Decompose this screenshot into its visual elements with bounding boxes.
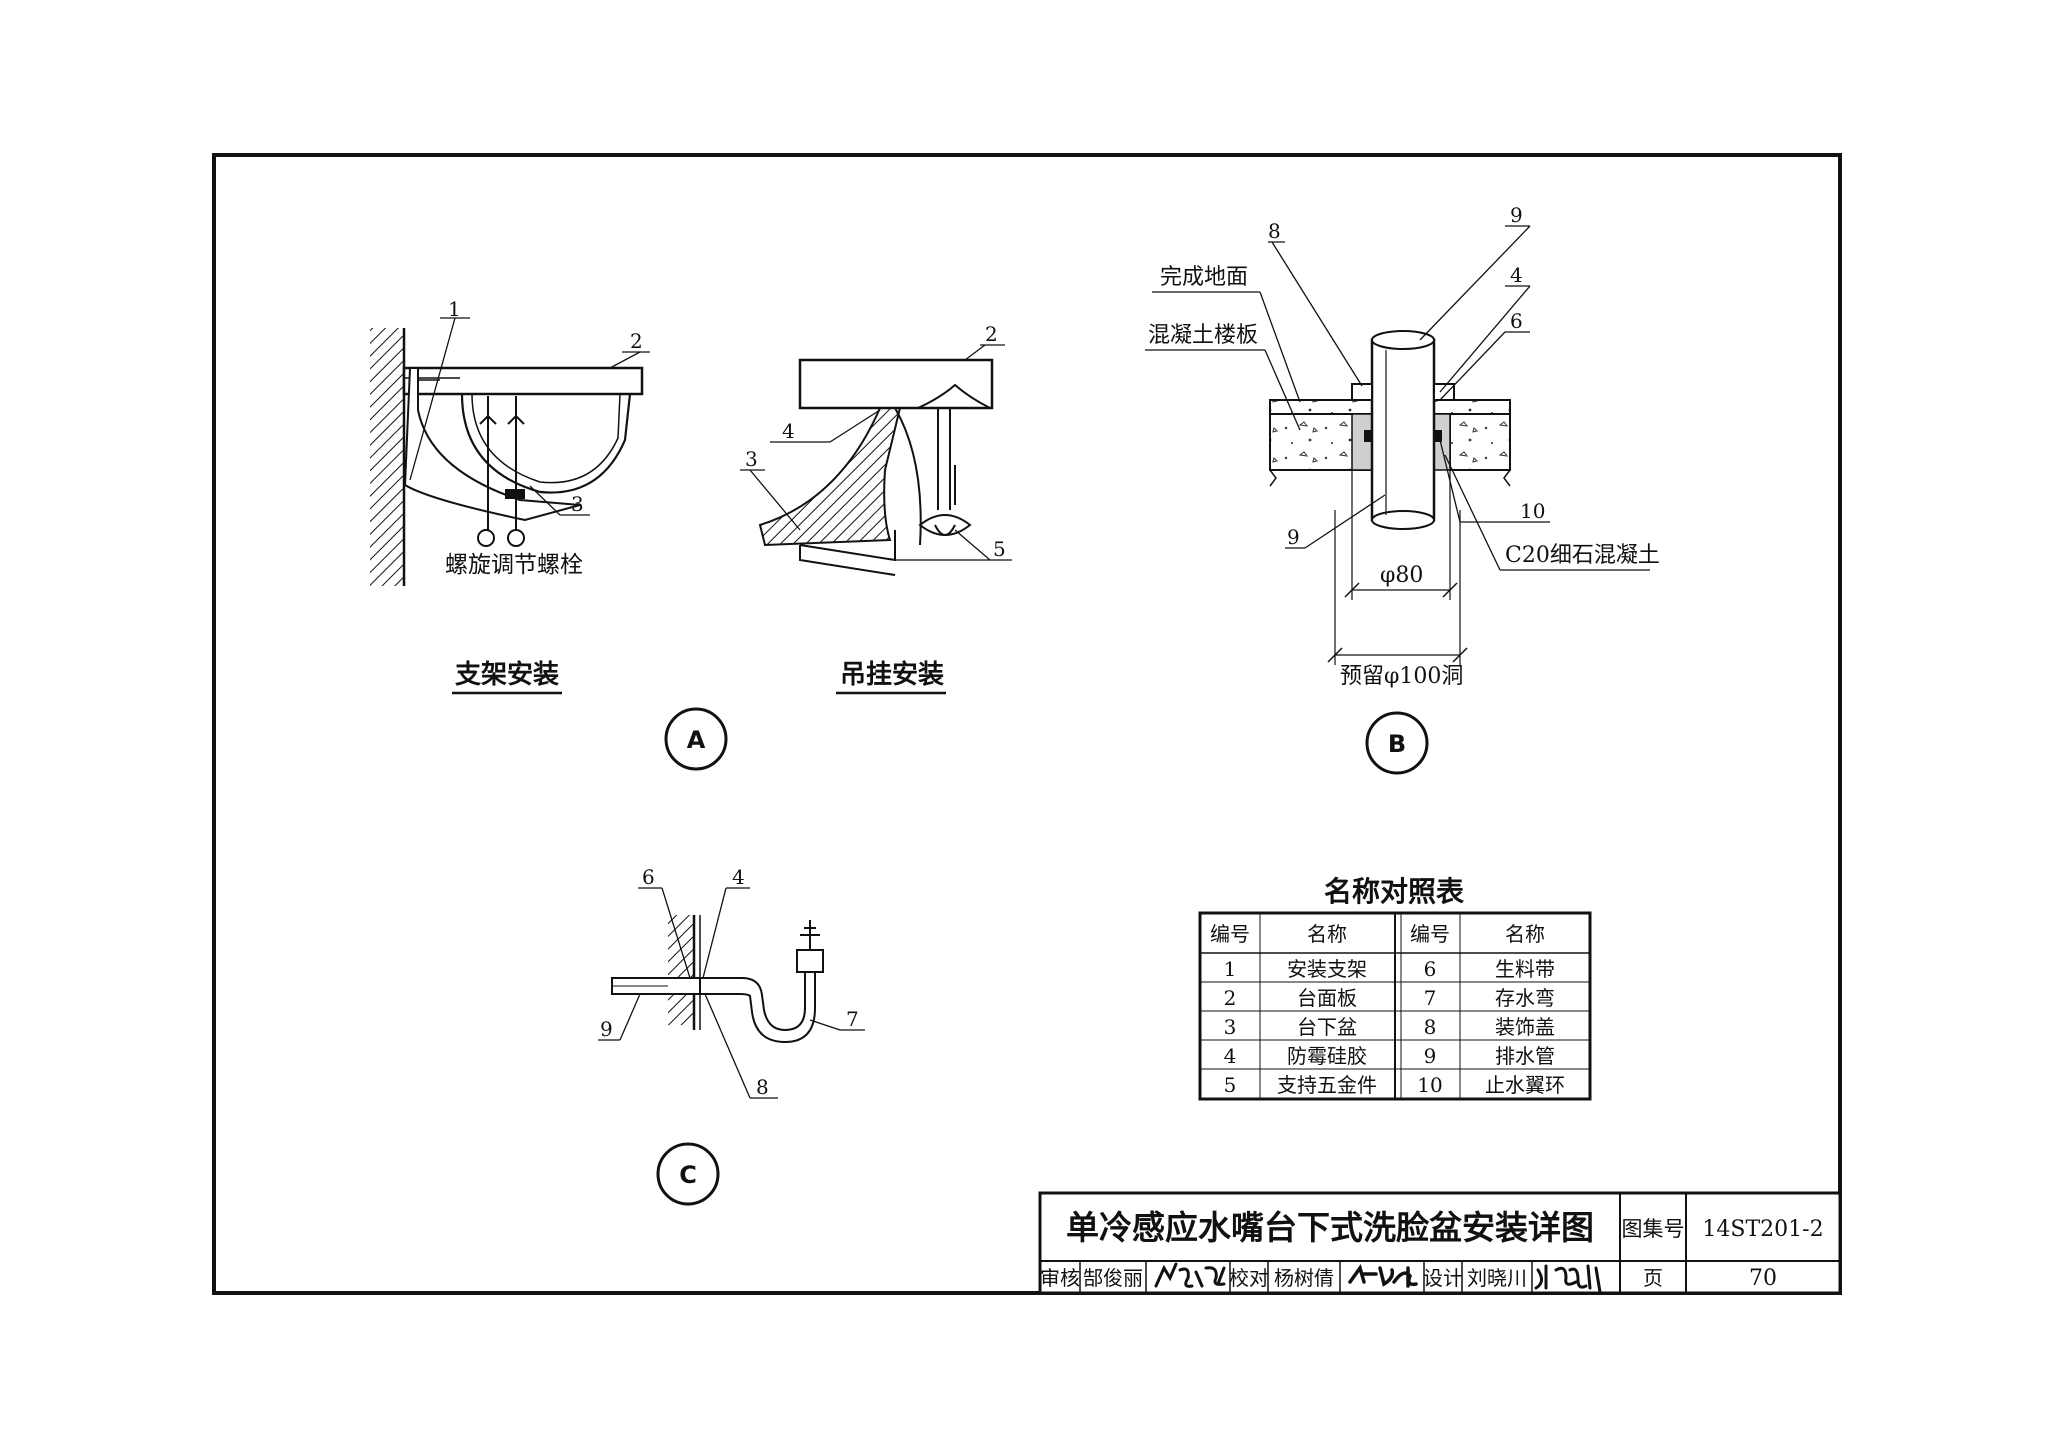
detail-marker-b [1365,711,1429,775]
legend-row-3-no-b: 8 [1424,1015,1437,1039]
detail-marker-b-label: B [1388,730,1406,758]
legend-row-5-no: 5 [1224,1073,1237,1097]
label-concrete-slab: 混凝土楼板 [1148,323,1258,348]
legend-row-3-no: 3 [1224,1015,1237,1039]
detail-a-bracket-drawing: 1 2 3 螺旋调节螺栓 支架安装 [370,297,650,695]
detail-b-callout-6: 6 [1510,309,1523,333]
detail-c-drawing: 6 4 9 7 8 [598,865,865,1099]
legend-row-3-name: 台下盆 [1297,1015,1357,1039]
decorative-cover [1351,383,1373,401]
legend-row-2-name-b: 存水弯 [1495,986,1555,1010]
legend-header-name-2: 名称 [1505,922,1545,946]
atlas-label: 图集号 [1622,1217,1685,1241]
detail-marker-a-label: A [687,726,706,754]
concrete-slab-right [1449,413,1511,471]
legend-row-4-no-b: 9 [1424,1044,1437,1068]
detail-c-callout-7: 7 [846,1007,859,1031]
detail-a-right-callout-5: 5 [993,537,1006,561]
countertop-slab-hanging [798,358,994,410]
detail-marker-a [664,707,728,771]
design-label: 设计 [1423,1266,1463,1290]
label-finished-floor: 完成地面 [1160,265,1248,290]
reviewer-name: 郜俊丽 [1083,1266,1143,1290]
legend-header-no-2: 编号 [1410,922,1450,946]
sheet-frame [212,153,1842,1295]
undermount-basin-hanging [758,407,902,547]
detail-b-callout-9-top: 9 [1510,203,1523,227]
detail-b-callout-9-bottom: 9 [1287,525,1300,549]
reviewer-signature [1154,1262,1226,1288]
bracket-install-caption: 支架安装 [455,660,559,690]
adjusting-bolts [477,396,525,547]
detail-b-drawing: φ80 预留φ100洞 完成地面 混凝土楼板 C20细石混凝土 8 9 4 6 … [1145,203,1660,689]
legend-row-2-no: 2 [1224,986,1237,1010]
legend-row-4-name: 防霉硅胶 [1287,1044,1367,1068]
dim-outer: 预留φ100洞 [1340,664,1463,689]
legend-row-3-name-b: 装饰盖 [1495,1015,1555,1039]
drain-pipe-b [1370,338,1436,522]
legend-row-1-no-b: 6 [1424,957,1437,981]
page-number: 70 [1749,1266,1777,1291]
detail-a-right-callout-3: 3 [745,447,758,471]
designer-signature [1534,1264,1602,1294]
legend-row-4-name-b: 排水管 [1495,1044,1555,1068]
detail-a-hanging-drawing: 2 4 3 5 吊挂安装 [740,322,1012,695]
legend-row-2-no-b: 7 [1424,986,1437,1010]
legend-row-1-name: 安装支架 [1287,957,1367,981]
legend-row-4-no: 4 [1224,1044,1237,1068]
adjusting-bolt-label: 螺旋调节螺栓 [445,552,583,578]
page-label: 页 [1643,1266,1663,1290]
detail-c-callout-9: 9 [600,1017,613,1041]
detail-a-left-callout-2: 2 [630,329,643,353]
detail-c-callout-4: 4 [732,865,745,889]
detail-b-callout-8: 8 [1268,219,1281,243]
checker-name: 杨树倩 [1274,1266,1334,1290]
drawing-title: 单冷感应水嘴台下式洗脸盆安装详图 [1066,1208,1594,1247]
detail-a-right-callout-2: 2 [985,322,998,346]
legend-header-name-1: 名称 [1307,922,1347,946]
legend-row-1-name-b: 生料带 [1495,957,1555,981]
legend-row-2-name: 台面板 [1297,986,1357,1010]
hanging-install-caption: 吊挂安装 [840,660,944,690]
detail-a-left-callout-1: 1 [448,297,461,321]
legend-table: 名称对照表 编号 名称 编号 名称 1 安装支架 6 生料带 2 台面板 7 存… [1198,875,1592,1101]
countertop-slab [402,366,644,396]
detail-b-callout-4: 4 [1510,263,1523,287]
checker-signature [1348,1264,1418,1288]
title-block: 单冷感应水嘴台下式洗脸盆安装详图 图集号 14ST201-2 审核 郜俊丽 校对… [1038,1191,1842,1295]
legend-row-5-no-b: 10 [1417,1073,1442,1097]
p-trap [699,971,816,1044]
support-hardware [917,383,991,536]
detail-marker-c [656,1142,720,1206]
legend-row-1-no: 1 [1224,957,1237,981]
atlas-number: 14ST201-2 [1702,1217,1823,1242]
label-c20: C20细石混凝土 [1505,543,1660,568]
detail-a-right-callout-4: 4 [782,419,795,443]
mounting-bracket [403,367,581,522]
detail-b-callout-10: 10 [1520,499,1545,523]
designer-name: 刘晓川 [1467,1266,1527,1290]
waterstop-ring [1364,430,1372,442]
detail-marker-c-label: C [679,1161,697,1189]
dim-inner: φ80 [1380,563,1423,588]
legend-row-5-name: 支持五金件 [1277,1073,1377,1097]
wall-hatch [370,328,404,586]
legend-header-no-1: 编号 [1210,922,1250,946]
check-label: 校对 [1229,1266,1269,1290]
review-label: 审核 [1040,1266,1080,1290]
legend-row-5-name-b: 止水翼环 [1485,1073,1565,1097]
detail-c-callout-8: 8 [756,1075,769,1099]
legend-title: 名称对照表 [1324,875,1464,908]
detail-c-callout-6: 6 [642,865,655,889]
detail-a-left-callout-3: 3 [571,492,584,516]
wall-hatch-c [668,915,694,1025]
undermount-basin [460,393,632,494]
